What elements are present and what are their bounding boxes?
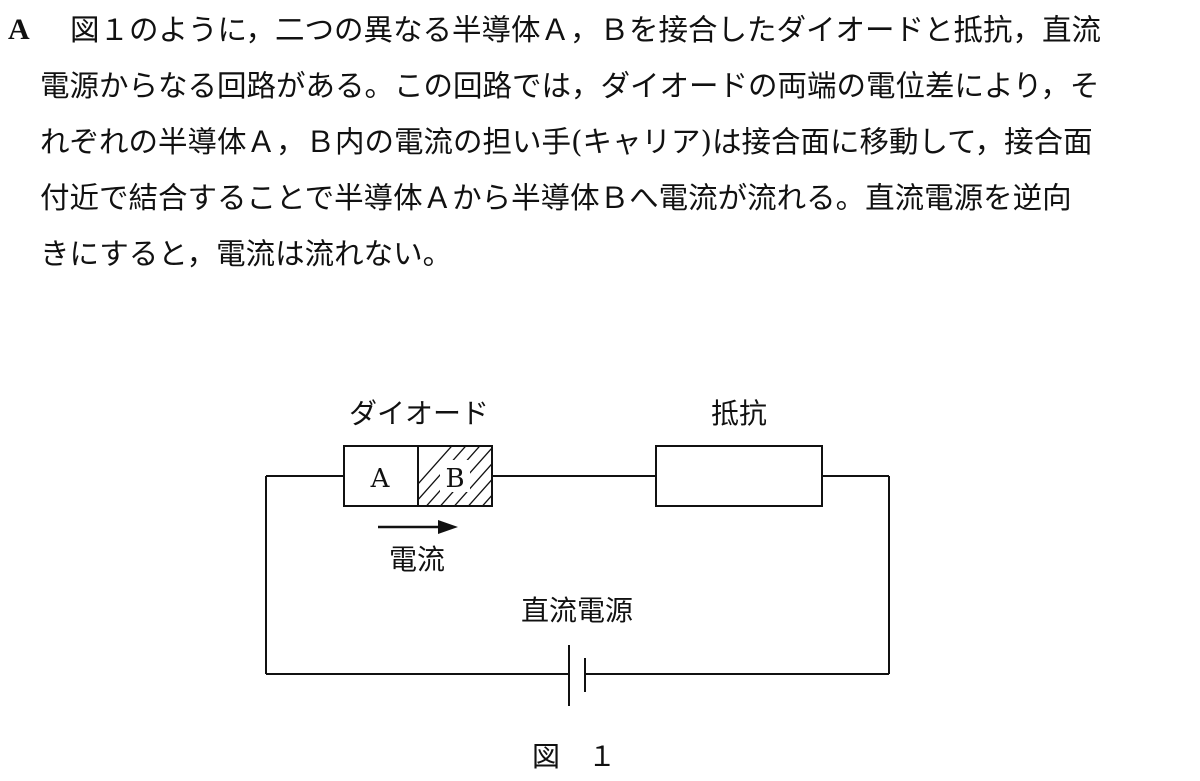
circuit-wires: [265, 475, 890, 675]
problem-line-5: きにすると，電流は流れない。: [40, 237, 453, 271]
semiconductor-b-label-bg: [440, 460, 470, 492]
problem-label: A: [8, 13, 30, 46]
figure-caption: 図 １: [532, 740, 616, 773]
resistor-label: 抵抗: [711, 397, 767, 430]
semiconductor-a-label: A: [370, 464, 391, 494]
diode-label: ダイオード: [349, 397, 489, 430]
current-label: 電流: [389, 543, 445, 576]
problem-text: 図１のように，二つの異なる半導体Ａ，Ｂを接合したダイオードと抵抗，直流 電源から…: [40, 10, 1192, 290]
power-source-label: 直流電源: [521, 594, 633, 627]
diode: A B: [343, 445, 493, 507]
semiconductor-b-label: B: [445, 464, 464, 494]
problem-line-2: 電源からなる回路がある。この回路では，ダイオードの両端の電位差により，そ: [40, 69, 1100, 103]
resistor: [655, 445, 823, 507]
problem-line-3: れぞれの半導体Ａ，Ｂ内の電流の担い手(キャリア)は接合面に移動して，接合面: [40, 125, 1093, 159]
problem-line-4: 付近で結合することで半導体Ａから半導体Ｂへ電流が流れる。直流電源を逆向: [40, 181, 1072, 215]
dc-source-symbol: [568, 645, 586, 706]
problem-line-1: 図１のように，二つの異なる半導体Ａ，Ｂを接合したダイオードと抵抗，直流: [70, 13, 1102, 47]
current-arrow: [378, 520, 458, 534]
